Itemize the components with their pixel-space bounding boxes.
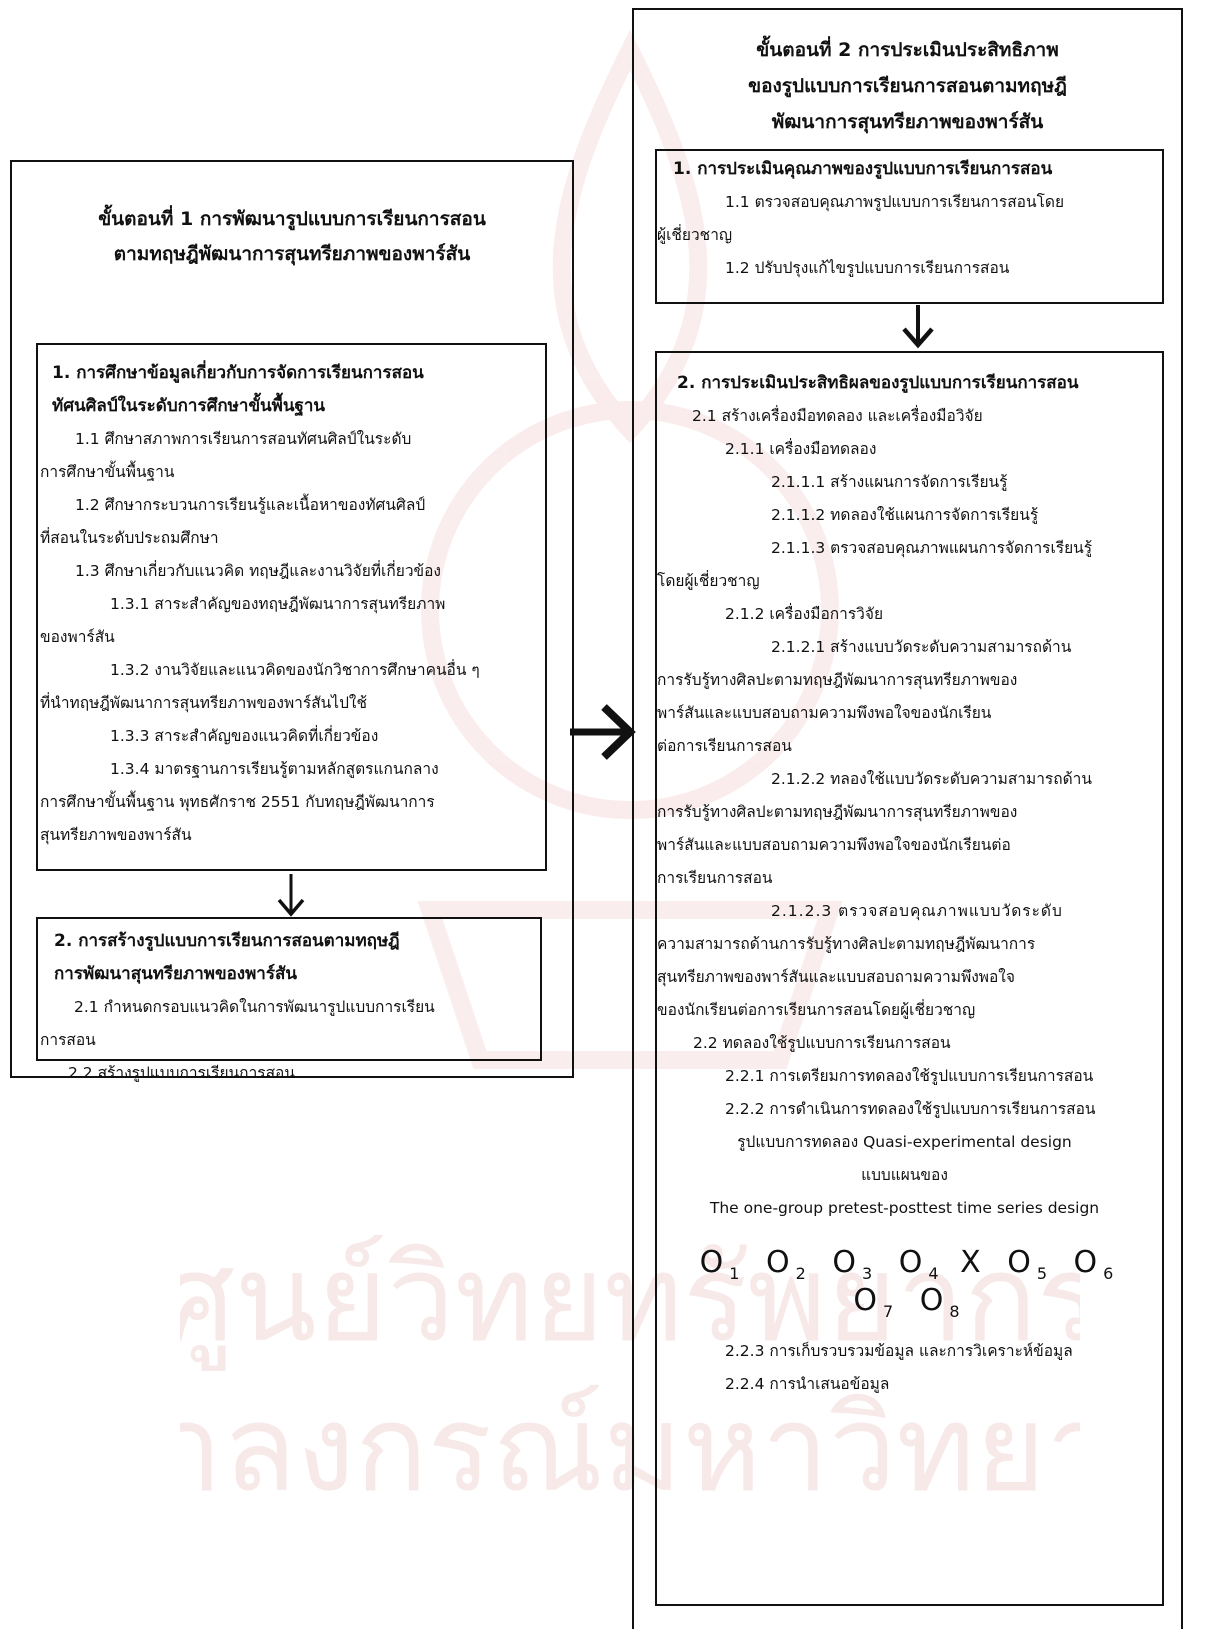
text-line: 1.1 ตรวจสอบคุณภาพรูปแบบการเรียนการสอนโดย (725, 193, 1065, 211)
treatment-x: X (960, 1245, 982, 1280)
text-line: 2.1.2.2 ทลองใช้แบบวัดระดับความสามารถด้าน (771, 770, 1092, 788)
text-line: การสอน (40, 1031, 96, 1049)
observation-letter: O (1073, 1245, 1099, 1280)
text-line: 1.3.1 สาระสำคัญของทฤษฎีพัฒนาการสุนทรียภา… (110, 595, 446, 613)
text-line: การศึกษาขั้นพื้นฐาน พุทธศักราช 2551 กับท… (40, 793, 435, 811)
step2-part2-heading: 2. การประเมินประสิทธิผลของรูปแบบการเรียน… (677, 373, 1079, 393)
down-arrow-step1 (277, 874, 305, 917)
right-arrow-between-steps (570, 704, 636, 760)
observation-index: 1 (729, 1264, 741, 1283)
observation-index: 3 (861, 1264, 874, 1283)
observation-index: 2 (795, 1264, 807, 1283)
text-line: ต่อการเรียนการสอน (657, 737, 792, 755)
text-line: 2.1 สร้างเครื่องมือทดลอง และเครื่องมือวิ… (692, 407, 983, 425)
step1-part1-box: 1. การศึกษาข้อมูลเกี่ยวกับการจัดการเรียน… (36, 343, 547, 871)
text-line: สุนทรียภาพของพาร์สันและแบบสอบถามความพึงพ… (657, 968, 1015, 986)
text-line: การรับรู้ทางศิลปะตามทฤษฎีพัฒนาการสุนทรีย… (657, 671, 1018, 689)
text-line: 2.2.4 การนำเสนอข้อมูล (725, 1375, 890, 1393)
observation-index: 8 (949, 1302, 961, 1321)
text-line: 1.3.4 มาตรฐานการเรียนรู้ตามหลักสูตรแกนกล… (110, 760, 439, 778)
text-line: แบบแผนของ (861, 1166, 948, 1184)
text-line: พาร์สันและแบบสอบถามความพึงพอใจของนักเรีย… (657, 704, 992, 722)
step2-part1-heading: 1. การประเมินคุณภาพของรูปแบบการเรียนการส… (673, 159, 1053, 179)
text-line: 2.1.2.1 สร้างแบบวัดระดับความสามารถด้าน (771, 638, 1072, 656)
text-line: รูปแบบการทดลอง Quasi-experimental design (737, 1133, 1072, 1151)
observation-letter: O (853, 1283, 879, 1318)
heading-line: 2. การสร้างรูปแบบการเรียนการสอนตามทฤษฎี (54, 931, 400, 951)
text-line: 2.2 สร้างรูปแบบการเรียนการสอน (68, 1064, 295, 1082)
text-line: 2.1.1.2 ทดลองใช้แผนการจัดการเรียนรู้ (771, 506, 1039, 524)
text-line: ความสามารถด้านการรับรู้ทางศิลปะตามทฤษฎีพ… (657, 935, 1036, 953)
text-line: โดยผู้เชี่ยวชาญ (657, 572, 760, 590)
step1-title-line: ตามทฤษฎีพัฒนาการสุนทรียภาพของพาร์สัน (113, 243, 471, 265)
text-line: 2.1.1.1 สร้างแผนการจัดการเรียนรู้ (771, 473, 1008, 491)
observation-index: 4 (928, 1264, 940, 1283)
observation-letter: O (832, 1245, 857, 1280)
observation-index: 5 (1036, 1264, 1048, 1283)
step1-title: ขั้นตอนที่ 1 การพัฒนารูปแบบการเรียนการสอ… (12, 202, 572, 272)
text-line: 1.3.2 งานวิจัยและแนวคิดของนักวิชาการศึกษ… (110, 661, 480, 679)
observation-letter: O (898, 1245, 924, 1280)
text-line: 2.2 ทดลองใช้รูปแบบการเรียนการสอน (693, 1034, 951, 1052)
text-line: ที่นำทฤษฎีพัฒนาการสุนทรียภาพของพาร์สันไป… (40, 694, 367, 712)
text-line: ผู้เชี่ยวชาญ (657, 226, 733, 244)
text-line: ของนักเรียนต่อการเรียนการสอนโดยผู้เชี่ยว… (657, 1001, 976, 1019)
step2-title-line: ขั้นตอนที่ 2 การประเมินประสิทธิภาพ (756, 39, 1059, 61)
text-line: 1.1 ศึกษาสภาพการเรียนการสอนทัศนศิลป์ในระ… (75, 430, 412, 448)
text-line: The one-group pretest-posttest time seri… (709, 1199, 1100, 1217)
text-line: 2.1.2.3 ตรวจสอบคุณภาพแบบวัดระดับ (771, 902, 1063, 920)
step2-title: ขั้นตอนที่ 2 การประเมินประสิทธิภาพ ของรู… (634, 32, 1181, 140)
observation-index: 6 (1103, 1264, 1115, 1283)
text-line: 1.3.3 สาระสำคัญของแนวคิดที่เกี่ยวข้อง (110, 727, 379, 745)
text-line: ที่สอนในระดับประถมศึกษา (40, 529, 219, 547)
text-line: การรับรู้ทางศิลปะตามทฤษฎีพัฒนาการสุนทรีย… (657, 803, 1018, 821)
text-line: 2.1.1 เครื่องมือทดลอง (725, 440, 877, 458)
observation-index: 7 (883, 1302, 895, 1321)
text-line: สุนทรียภาพของพาร์สัน (40, 826, 192, 844)
text-line: 2.2.1 การเตรียมการทดลองใช้รูปแบบการเรียน… (725, 1067, 1094, 1085)
down-arrow-step2 (902, 305, 934, 349)
step1-part2-heading: 2. การสร้างรูปแบบการเรียนการสอนตามทฤษฎี … (54, 925, 532, 991)
observation-letter: O (699, 1245, 725, 1280)
text-line: 2.1.1.3 ตรวจสอบคุณภาพแผนการจัดการเรียนรู… (771, 539, 1093, 557)
heading-line: การพัฒนาสุนทรียภาพของพาร์สัน (54, 964, 297, 984)
text-line: 1.3 ศึกษาเกี่ยวกับแนวคิด ทฤษฎีและงานวิจั… (75, 562, 441, 580)
text-line: การเรียนการสอน (657, 869, 773, 887)
text-line: ของพาร์สัน (40, 628, 115, 646)
heading-line: ทัศนศิลป์ในระดับการศึกษาขั้นพื้นฐาน (52, 396, 326, 416)
step2-title-line: พัฒนาการสุนทรียภาพของพาร์สัน (771, 111, 1044, 133)
text-line: 2.1 กำหนดกรอบแนวคิดในการพัฒนารูปแบบการเร… (74, 998, 435, 1016)
observation-letter: O (766, 1245, 791, 1280)
text-line: 2.2.2 การดำเนินการทดลองใช้รูปแบบการเรียน… (725, 1100, 1096, 1118)
text-line: พาร์สันและแบบสอบถามความพึงพอใจของนักเรีย… (657, 836, 1011, 854)
step2-outer-box: ขั้นตอนที่ 2 การประเมินประสิทธิภาพ ของรู… (632, 8, 1183, 1629)
step2-part2-box: 2. การประเมินประสิทธิผลของรูปแบบการเรียน… (655, 351, 1164, 1606)
step1-title-line: ขั้นตอนที่ 1 การพัฒนารูปแบบการเรียนการสอ… (98, 208, 486, 230)
text-line: 1.2 ศึกษากระบวนการเรียนรู้และเนื้อหาของท… (75, 496, 426, 514)
step1-part1-heading: 1. การศึกษาข้อมูลเกี่ยวกับการจัดการเรียน… (52, 357, 537, 423)
observation-letter: O (1007, 1245, 1032, 1280)
step2-part1-box: 1. การประเมินคุณภาพของรูปแบบการเรียนการส… (655, 149, 1164, 304)
text-line: การศึกษาขั้นพื้นฐาน (40, 463, 175, 481)
heading-line: 1. การศึกษาข้อมูลเกี่ยวกับการจัดการเรียน… (52, 363, 424, 383)
step2-title-line: ของรูปแบบการเรียนการสอนตามทฤษฎี (748, 75, 1067, 97)
text-line: 1.2 ปรับปรุงแก้ไขรูปแบบการเรียนการสอน (725, 259, 1010, 277)
step1-part2-box: 2. การสร้างรูปแบบการเรียนการสอนตามทฤษฎี … (36, 917, 542, 1082)
observation-letter: O (919, 1283, 945, 1318)
step1-outer-box: ขั้นตอนที่ 1 การพัฒนารูปแบบการเรียนการสอ… (10, 160, 574, 1078)
text-line: 2.2.3 การเก็บรวบรวมข้อมูล และการวิเคราะห… (725, 1342, 1073, 1360)
text-line: 2.1.2 เครื่องมือการวิจัย (725, 605, 884, 623)
